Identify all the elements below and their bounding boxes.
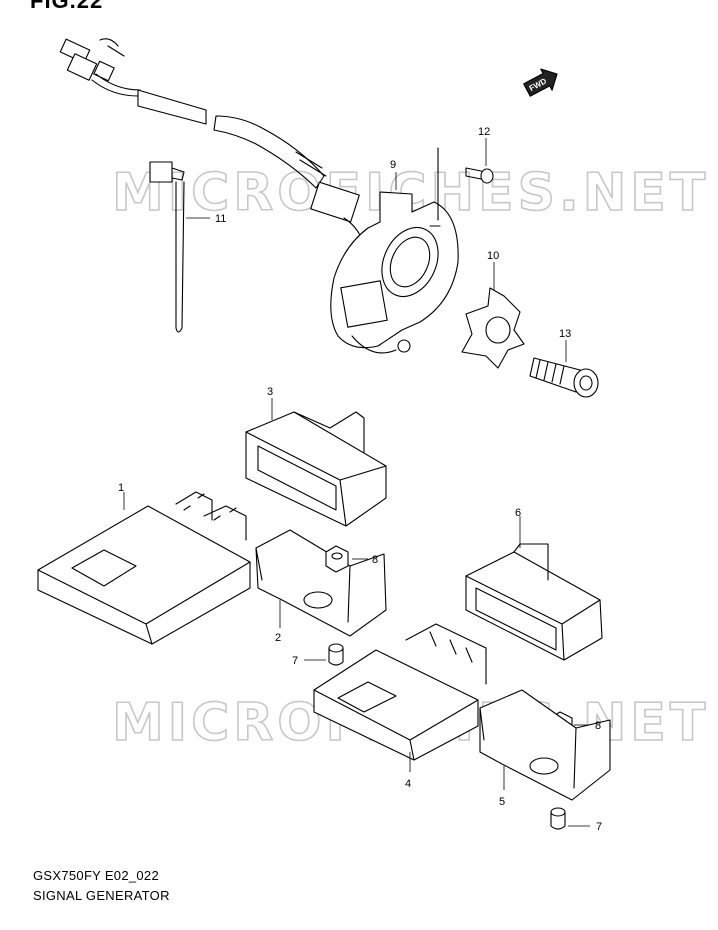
- part-label-10: 10: [487, 250, 499, 262]
- nut-part-8-upper: [325, 545, 349, 573]
- part-label-8-upper: 8: [372, 554, 378, 566]
- cover-part-3: [245, 411, 387, 527]
- part-label-1: 1: [118, 482, 124, 494]
- bolt-part-7-lower: [550, 807, 566, 830]
- cable-tie-part-11: [149, 161, 185, 333]
- forward-arrow-icon: FWD: [523, 68, 558, 97]
- part-label-6: 6: [515, 507, 521, 519]
- part-label-7-upper: 7: [292, 655, 298, 667]
- bracket-part-2: [255, 529, 387, 637]
- cover-part-6: [465, 543, 603, 661]
- screw-part-12: [465, 167, 494, 184]
- part-label-11: 11: [215, 213, 226, 225]
- part-label-4: 4: [405, 778, 411, 790]
- figure-title: FIG.22: [30, 0, 104, 13]
- igniter-unit-part-1: [37, 491, 251, 645]
- part-label-9: 9: [390, 159, 396, 171]
- part-label-2: 2: [275, 632, 281, 644]
- part-label-8-lower: 8: [595, 720, 601, 732]
- part-label-5: 5: [499, 796, 505, 808]
- section-name: SIGNAL GENERATOR: [33, 888, 170, 903]
- part-label-12: 12: [478, 126, 490, 138]
- part-label-3: 3: [267, 386, 273, 398]
- wiring-harness: [59, 38, 369, 279]
- model-code: GSX750FY E02_022: [33, 868, 159, 883]
- bolt-part-13: [529, 357, 599, 398]
- part-label-13: 13: [559, 328, 571, 340]
- igniter-unit-part-4: [313, 623, 487, 761]
- bracket-part-5: [479, 689, 611, 801]
- rotor-part-10: [461, 287, 525, 369]
- part-label-7-lower: 7: [596, 821, 602, 833]
- signal-generator-part-9: [330, 147, 459, 354]
- bolt-part-7-upper: [328, 643, 344, 666]
